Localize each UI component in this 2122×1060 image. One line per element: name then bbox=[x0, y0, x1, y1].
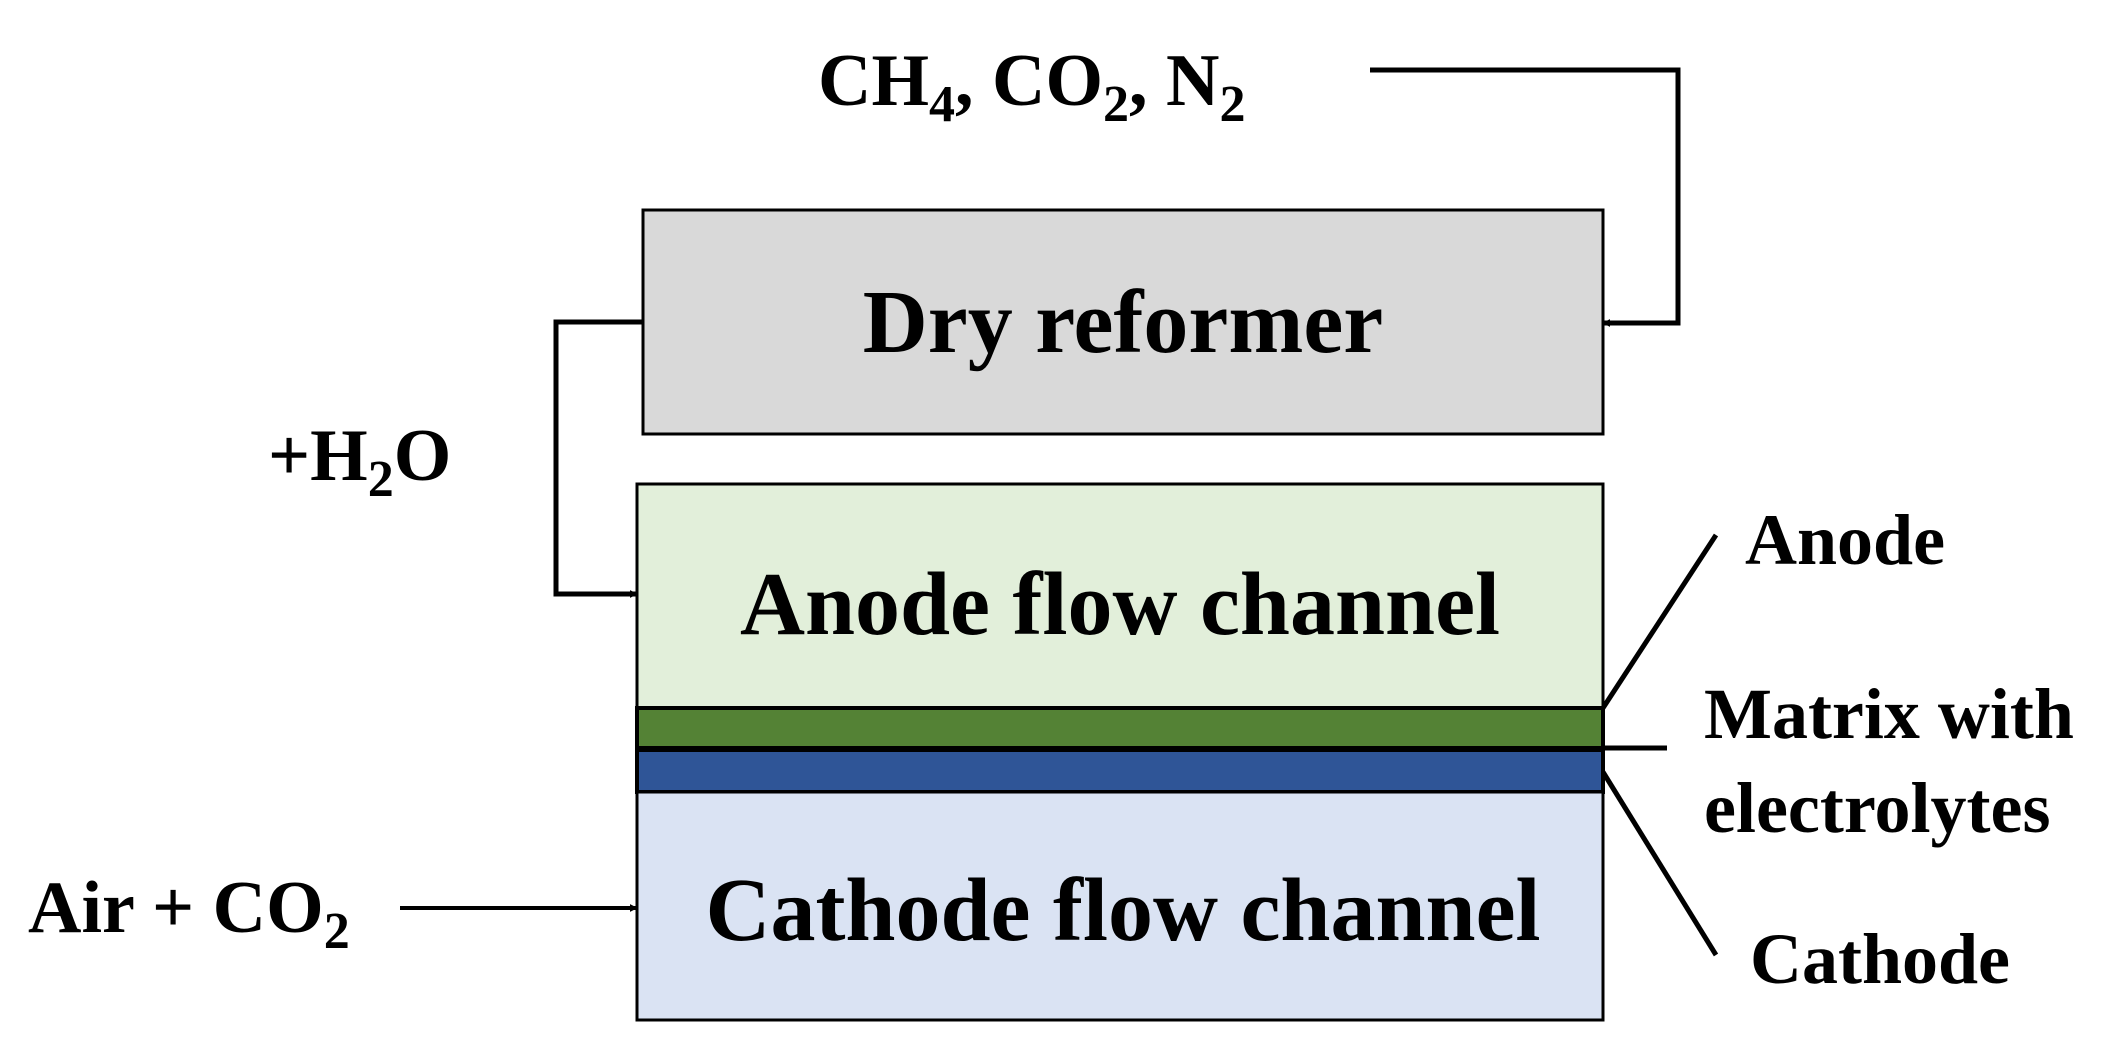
water-plus-h: +H bbox=[268, 415, 368, 497]
anode-flow-channel-label: Anode flow channel bbox=[740, 555, 1500, 654]
anode-label: Anode bbox=[1745, 500, 1945, 580]
fuel-feed-arrow bbox=[1370, 67, 1681, 327]
dry-reformer-box bbox=[641, 208, 1605, 436]
cathode-flow-channel-box bbox=[635, 790, 1605, 1022]
fuel-co-subscript: 2 bbox=[1103, 76, 1129, 133]
anode-layer bbox=[635, 706, 1605, 750]
anode-leader-line bbox=[1600, 533, 1719, 710]
matrix-label-line-1: Matrix with bbox=[1704, 674, 2074, 754]
water-o: O bbox=[394, 415, 452, 497]
cathode-layer bbox=[635, 748, 1605, 794]
air-co: Air + CO bbox=[28, 867, 324, 949]
water-addition-label: +H2O bbox=[268, 415, 451, 508]
fuel-co: , CO bbox=[955, 40, 1103, 122]
fuel-feed-label: CH4, CO2, N2 bbox=[818, 40, 1245, 133]
air-feed-label: Air + CO2 bbox=[28, 867, 350, 960]
air-co-subscript: 2 bbox=[324, 903, 350, 960]
dry-reformer-label: Dry reformer bbox=[863, 273, 1384, 372]
cathode-leader-line bbox=[1600, 770, 1719, 957]
fuel-n-subscript: 2 bbox=[1219, 76, 1245, 133]
water-subscript: 2 bbox=[368, 451, 394, 508]
reformer-to-anode-arrow bbox=[553, 319, 643, 598]
anode-flow-channel-box bbox=[635, 482, 1605, 710]
fuel-n: , N bbox=[1129, 40, 1219, 122]
cathode-label: Cathode bbox=[1750, 919, 2010, 999]
matrix-label-line-2: electrolytes bbox=[1704, 768, 2050, 848]
fuel-ch: CH bbox=[818, 40, 929, 122]
cathode-flow-channel-label: Cathode flow channel bbox=[705, 861, 1540, 960]
fuel-ch-subscript: 4 bbox=[929, 76, 955, 133]
